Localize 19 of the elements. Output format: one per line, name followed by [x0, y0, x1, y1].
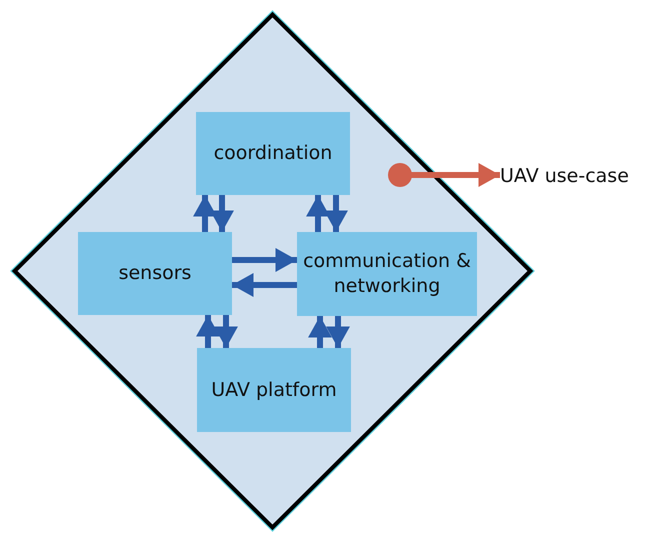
arrow — [324, 195, 348, 232]
process-box — [196, 112, 350, 195]
arrow — [306, 195, 330, 232]
box-label: communication & networking — [302, 249, 472, 299]
box-label: UAV platform — [211, 378, 337, 402]
process-box — [197, 348, 351, 432]
arrow — [388, 163, 500, 187]
box-label: coordination — [214, 141, 332, 166]
box-label: sensors — [118, 261, 192, 286]
process-box — [78, 232, 232, 315]
use-case-label: UAV use-case — [500, 164, 629, 188]
process-box — [297, 232, 477, 316]
arrow — [326, 316, 350, 348]
arrow — [232, 273, 297, 297]
arrow — [308, 316, 332, 348]
arrow — [214, 315, 238, 348]
arrow — [232, 248, 297, 272]
arrow — [210, 195, 234, 232]
arrow — [196, 315, 220, 348]
